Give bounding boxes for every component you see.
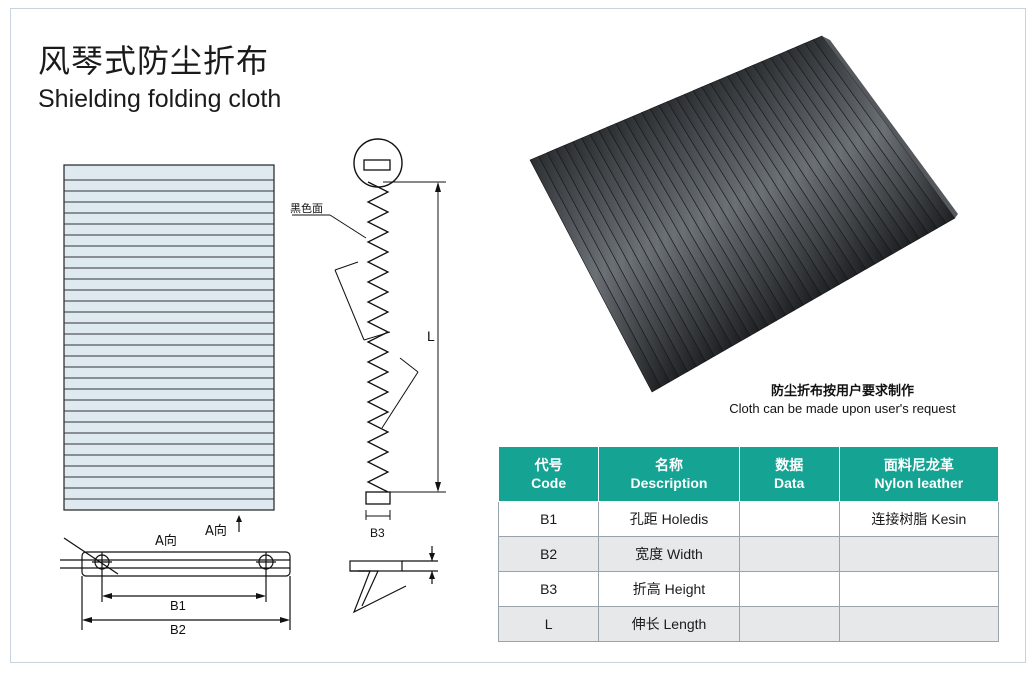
table-row: L 伸长 Length	[497, 606, 1000, 642]
photo-caption: 防尘折布按用户要求制作 Cloth can be made upon user'…	[690, 380, 995, 416]
cell-description: 折高 Height	[598, 571, 740, 607]
label-dimension-L: L	[427, 328, 435, 344]
page-title-en: Shielding folding cloth	[38, 85, 282, 113]
cell-material	[838, 571, 1000, 607]
cell-data	[738, 606, 840, 642]
header-material: 面料尼龙革 Nylon leather	[838, 446, 1000, 502]
table-row: B1 孔距 Holedis 连接树脂 Kesin	[497, 501, 1000, 537]
cloth-front-view	[63, 164, 275, 511]
header-code-en: Code	[531, 475, 567, 491]
cell-material	[838, 536, 1000, 572]
cell-code: B1	[497, 501, 600, 537]
cell-material	[838, 606, 1000, 642]
table-row: B3 折高 Height	[497, 571, 1000, 607]
header-data-en: Data	[774, 475, 805, 491]
cell-data	[738, 501, 840, 537]
header-description: 名称 Description	[598, 446, 740, 502]
label-black-side: 黑色面	[290, 202, 323, 215]
photo-caption-zh: 防尘折布按用户要求制作	[770, 384, 914, 399]
spec-table: 代号 Code 名称 Description 数据 Data 面料尼龙革 Nylon l…	[497, 446, 1000, 642]
fold-profile	[349, 546, 438, 614]
cell-code: B2	[497, 536, 600, 572]
cell-description: 孔距 Holedis	[598, 501, 740, 537]
cell-data	[738, 536, 840, 572]
spec-table-header: 代号 Code 名称 Description 数据 Data 面料尼龙革 Nylon l…	[497, 446, 1000, 502]
cloth-side-view	[292, 138, 446, 520]
photo-caption-en: Cloth can be made upon user's request	[729, 401, 956, 416]
cell-data	[738, 571, 840, 607]
label-a-direction-1: A向	[155, 534, 177, 549]
product-photo	[529, 35, 958, 393]
a-view-bar	[60, 515, 291, 630]
header-code: 代号 Code	[497, 446, 600, 502]
header-description-zh: 名称	[654, 457, 683, 473]
label-dimension-B1: B1	[170, 598, 186, 613]
header-data-zh: 数据	[775, 457, 804, 473]
header-description-en: Description	[630, 475, 708, 491]
header-code-zh: 代号	[534, 457, 563, 473]
cell-code: B3	[497, 571, 600, 607]
cell-material: 连接树脂 Kesin	[838, 501, 1000, 537]
cell-description: 伸长 Length	[598, 606, 740, 642]
header-material-zh: 面料尼龙革	[883, 457, 954, 473]
header-material-en: Nylon leather	[874, 475, 964, 491]
page-title-zh: 风琴式防尘折布	[38, 42, 270, 80]
label-a-direction-2: A向	[205, 524, 227, 539]
cell-description: 宽度 Width	[598, 536, 740, 572]
header-data: 数据 Data	[738, 446, 840, 502]
label-dimension-B3: B3	[370, 526, 385, 540]
table-row: B2 宽度 Width	[497, 536, 1000, 572]
cell-code: L	[497, 606, 600, 642]
label-dimension-B2: B2	[170, 622, 186, 637]
